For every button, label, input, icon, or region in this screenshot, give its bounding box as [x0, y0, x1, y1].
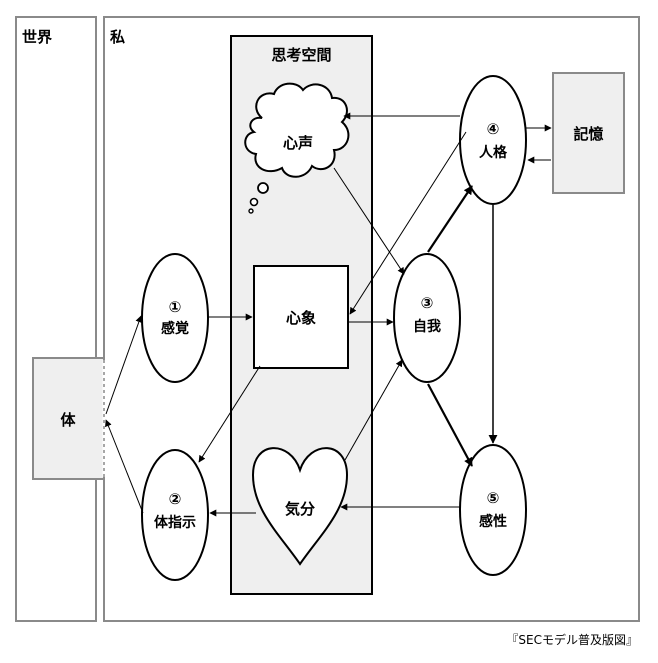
body-label: 体 — [60, 411, 76, 429]
inner-voice-label: 心声 — [283, 134, 313, 152]
source-caption: 『SECモデル普及版図』 — [506, 632, 638, 647]
sensibility-num: ⑤ — [487, 489, 500, 507]
personality-label: 人格 — [479, 144, 508, 161]
world-label: 世界 — [22, 28, 52, 46]
sensation-node — [141, 253, 209, 383]
mental-image-label: 心象 — [286, 309, 316, 327]
body-instruction-node — [141, 449, 209, 581]
mood-label: 気分 — [285, 500, 315, 518]
arrow-instruction-to-body — [105, 419, 144, 514]
ego-node — [393, 253, 461, 383]
inner-voice-cloud — [244, 82, 350, 214]
body-box — [32, 357, 105, 480]
personality-num: ④ — [487, 120, 500, 138]
sensation-num: ① — [169, 298, 182, 316]
thought-space-label: 思考空間 — [271, 46, 331, 64]
sensibility-node — [459, 444, 527, 576]
arrow-personality-to-image — [349, 131, 467, 315]
mood-heart — [251, 447, 349, 566]
sensation-label: 感覚 — [161, 320, 189, 337]
arrow-image-to-instruction — [198, 365, 261, 463]
arrow-ego-to-personality — [427, 185, 473, 253]
ego-label: 自我 — [413, 318, 441, 335]
ego-num: ③ — [421, 294, 434, 312]
arrow-mood-to-ego — [344, 359, 403, 461]
world-frame — [15, 16, 97, 622]
body-instruction-label: 体指示 — [154, 514, 196, 531]
memory-box — [552, 72, 625, 194]
arrow-voice-to-ego — [333, 167, 405, 275]
memory-label: 記憶 — [573, 125, 603, 143]
arrow-ego-to-sensibility — [427, 383, 473, 467]
arrow-body-to-sensation — [105, 315, 143, 415]
mental-image-box — [253, 265, 349, 369]
self-label: 私 — [109, 28, 125, 46]
body-instruction-num: ② — [169, 490, 182, 508]
sensibility-label: 感性 — [479, 513, 507, 530]
personality-node — [459, 75, 527, 205]
